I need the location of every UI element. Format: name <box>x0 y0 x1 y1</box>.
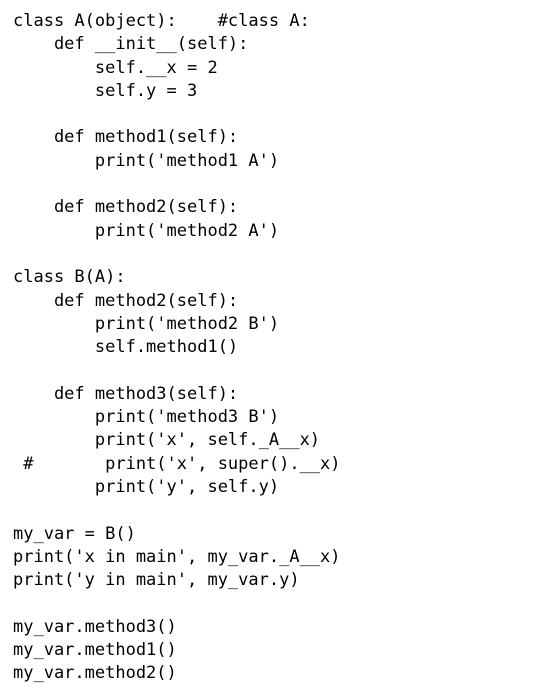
code-line-13: def method2(self): <box>13 290 239 311</box>
code-line-29: my_var.method2() <box>13 663 177 684</box>
code-line-21: print('y', self.y) <box>13 476 280 497</box>
code-line-24: print('x in main', my_var._A__x) <box>13 546 341 567</box>
code-line-2: def __init__(self): <box>13 34 249 55</box>
code-line-14: print('method2 B') <box>13 313 280 334</box>
code-line-17: def method3(self): <box>13 383 239 404</box>
code-line-1: class A(object): #class A: <box>13 11 310 31</box>
code-line-10: print('method2 A') <box>13 220 280 241</box>
code-line-18: print('method3 B') <box>13 407 280 428</box>
code-line-26 <box>13 592 341 615</box>
code-line-23: my_var = B() <box>13 523 136 544</box>
code-line-19: print('x', self._A__x) <box>13 430 321 451</box>
code-line-5 <box>13 103 341 126</box>
code-line-15: self.method1() <box>13 337 239 358</box>
code-line-11 <box>13 243 341 266</box>
code-line-12: class B(A): <box>13 267 126 288</box>
code-line-22 <box>13 499 341 522</box>
code-line-8 <box>13 173 341 196</box>
code-line-6: def method1(self): <box>13 127 239 148</box>
code-line-4: self.y = 3 <box>13 80 198 101</box>
code-line-20: # print('x', super().__x) <box>13 453 341 474</box>
code-line-3: self.__x = 2 <box>13 57 218 78</box>
code-line-9: def method2(self): <box>13 197 239 218</box>
code-line-25: print('y in main', my_var.y) <box>13 570 300 591</box>
code-line-16 <box>13 359 341 382</box>
code-line-27: my_var.method3() <box>13 616 177 637</box>
code-line-28: my_var.method1() <box>13 640 177 661</box>
code-listing: class A(object): #class A: def __init__(… <box>13 10 341 686</box>
code-line-7: print('method1 A') <box>13 150 280 171</box>
